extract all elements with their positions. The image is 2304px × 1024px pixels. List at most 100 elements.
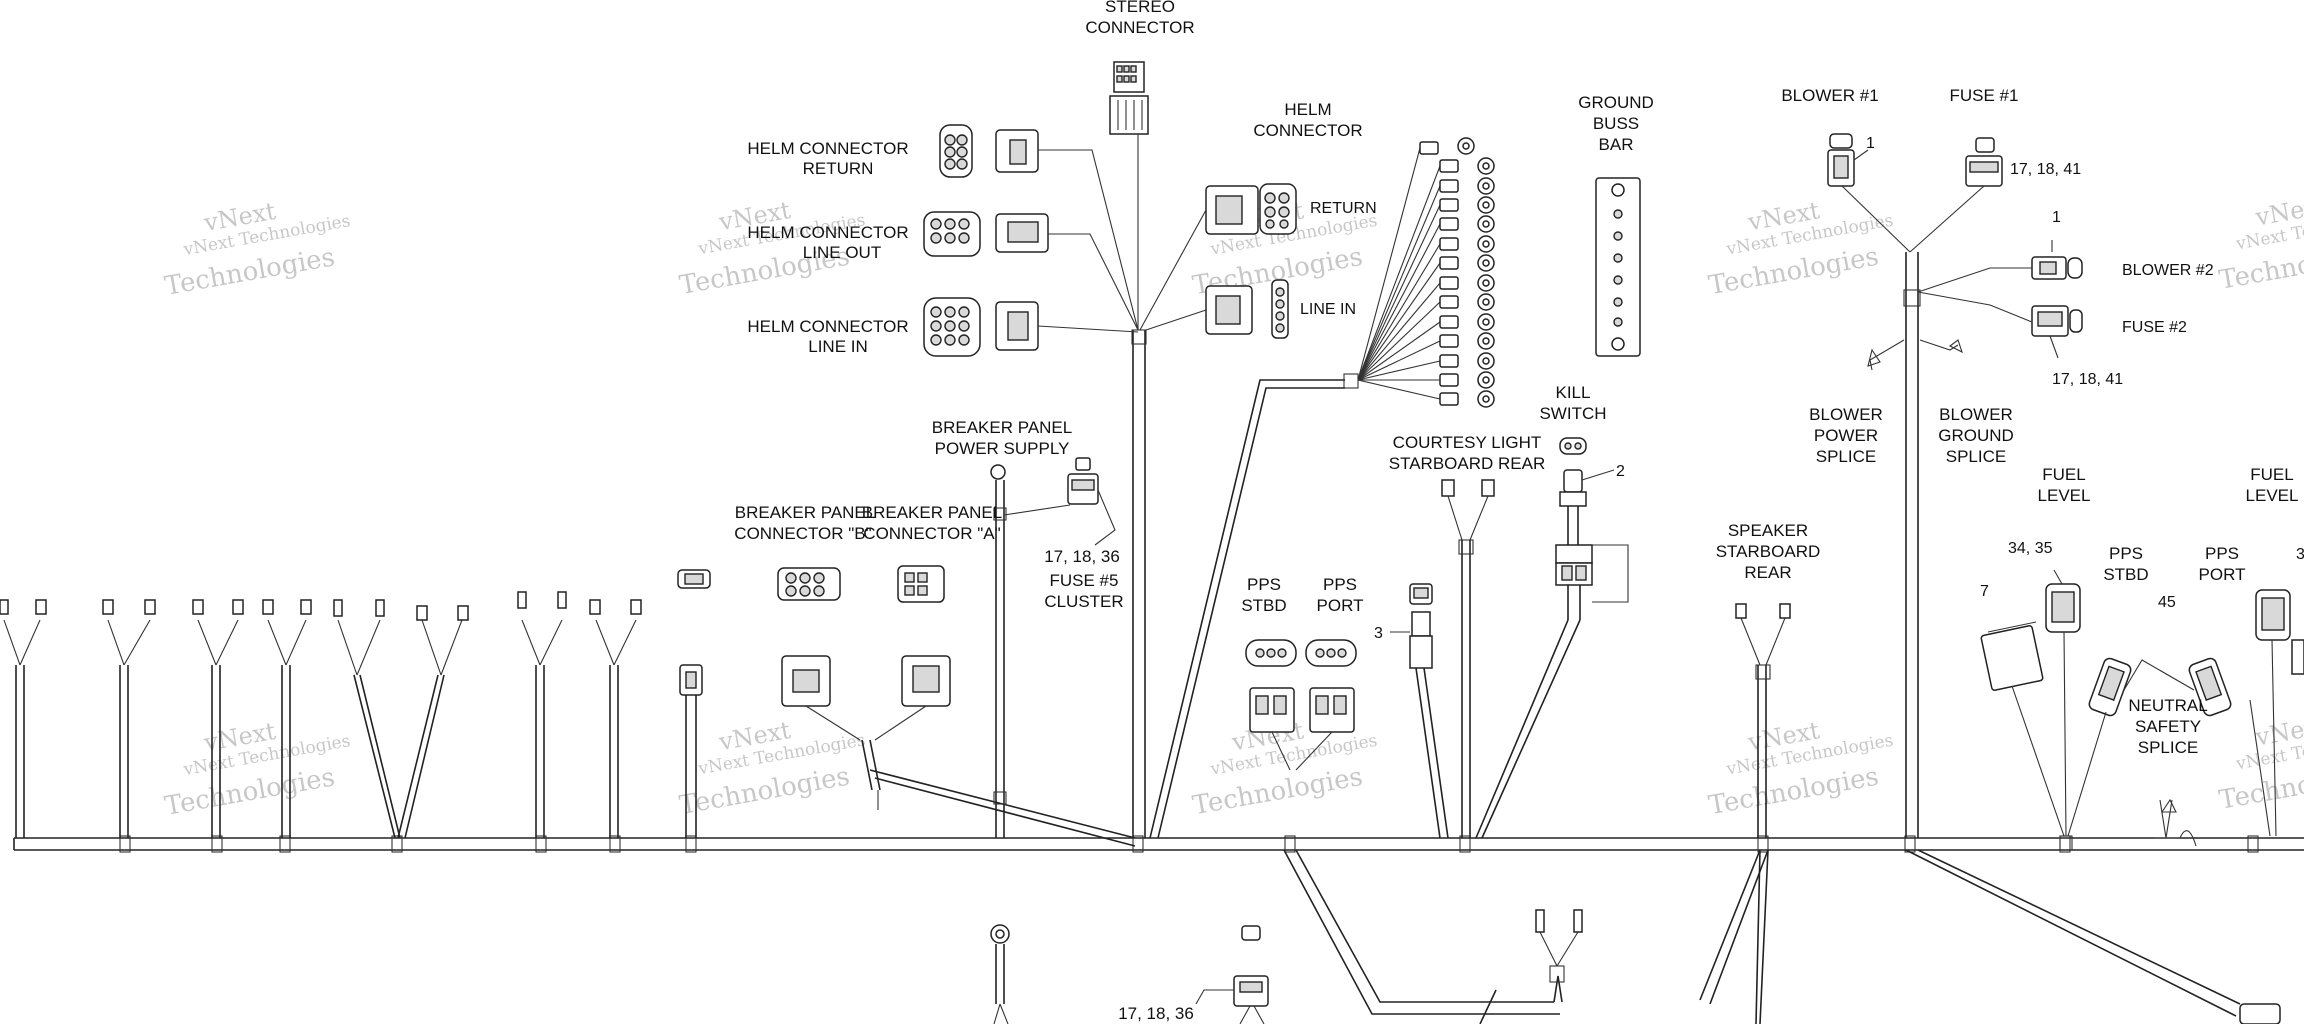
pps-port-label: PPS (1323, 575, 1357, 594)
courtesy-light-pps-area (1245, 479, 1495, 839)
stereo-connector-label: STEREO (1105, 0, 1175, 16)
terminal-connector (517, 591, 527, 609)
blower-2-connector (2031, 240, 2083, 280)
watermarks: vNext Technologies vNext Technologies vN… (162, 191, 2304, 822)
terminal-connector (1535, 909, 1545, 933)
fuel-level-right-label: LEVEL (2246, 486, 2299, 505)
ring-terminal (1419, 137, 1495, 408)
breaker-panel-connector-b-label: BREAKER PANEL (735, 503, 875, 522)
breaker-panel-connector-b-label: CONNECTOR "B" (734, 524, 871, 543)
terminal-connector (102, 599, 114, 615)
fuse-5-cluster-label: FUSE #5 (1050, 571, 1119, 590)
ground-buss-bar-label: BAR (1599, 135, 1634, 154)
speaker-starboard-rear-label: SPEAKER (1728, 521, 1808, 540)
lower-branches (990, 849, 2281, 1024)
terminal-connector (35, 599, 47, 615)
neutral-safety-splice-label: SPLICE (2138, 738, 2198, 757)
ring-terminal-bundle (1149, 137, 1495, 839)
pps-stbd-label: STBD (1241, 596, 1286, 615)
breaker-panel-connector-a-label: CONNECTOR "A" (863, 524, 1000, 543)
stereo-connector (1109, 61, 1149, 135)
fuel-level-right-sensor (2255, 589, 2291, 641)
terminal-connector (416, 605, 428, 621)
pps-stbd-right-connector (2088, 657, 2132, 717)
neutral-safety-splice-label: SAFETY (2135, 717, 2201, 736)
breaker-panel-power-supply-label: POWER SUPPLY (935, 439, 1070, 458)
fuel-level-label: LEVEL (2038, 486, 2091, 505)
courtesy-light-label: COURTESY LIGHT (1393, 433, 1542, 452)
blower-1-label: BLOWER #1 (1781, 86, 1878, 105)
pps-port-right-connector (2188, 657, 2232, 717)
blower-area (1827, 133, 2083, 838)
fuel-level-right-number: 3 (2296, 546, 2304, 563)
fuel-level-connector (1980, 621, 2044, 691)
pps-port-connector (1305, 639, 1357, 733)
blower-ground-splice-label: GROUND (1938, 426, 2014, 445)
breaker-panel-power-supply-label: BREAKER PANEL (932, 418, 1072, 437)
line-in-label: LINE IN (1300, 301, 1356, 318)
fuse-1-number: 17, 18, 41 (2010, 161, 2081, 178)
neutral-safety-splice-label: NEUTRAL (2128, 696, 2207, 715)
speaker-starboard-rear (1735, 603, 1791, 838)
helm-and-stereo-area (923, 61, 1297, 838)
fuel-level-label: FUEL (2042, 465, 2085, 484)
main-harness-trunk (13, 835, 2304, 853)
fuel-level-pps-right (1980, 569, 2304, 851)
fuse-1-holder (1975, 137, 1995, 153)
labels: STEREO CONNECTOR HELM CONNECTOR RETURN H… (734, 0, 2304, 1023)
pps-right-number: 45 (2158, 594, 2176, 611)
ring-terminal (990, 464, 1006, 480)
terminal-connector (375, 599, 385, 617)
stereo-connector-label: CONNECTOR (1085, 18, 1194, 37)
terminal-connector (1441, 479, 1455, 497)
helm-connector-label: CONNECTOR (1253, 121, 1362, 140)
helm-connector-line-out (923, 211, 1049, 257)
terminal-connector (457, 605, 469, 621)
breaker-panel-connector-a (897, 565, 945, 603)
terminal-connector (557, 591, 567, 609)
fuel-level-number: 34, 35 (2008, 540, 2053, 557)
pps-port-label: PORT (1317, 596, 1364, 615)
pps-port-right-label: PORT (2199, 565, 2246, 584)
terminal-connector (192, 599, 204, 615)
fuel-level-number: 7 (1980, 583, 1989, 600)
kill-switch-label: KILL (1556, 383, 1591, 402)
terminal-connector (144, 599, 156, 615)
fuel-level-sensor (2045, 569, 2081, 633)
pps-stbd-right-label: STBD (2103, 565, 2148, 584)
terminal-connector (300, 599, 312, 615)
blower-2-label: BLOWER #2 (2122, 262, 2214, 279)
fuse-2-holder (2031, 305, 2083, 359)
kill-switch (1475, 437, 1629, 839)
helm-connector-line-out-label: LINE OUT (803, 243, 881, 262)
helm-connector-label: HELM (1284, 100, 1331, 119)
return-label: RETURN (1310, 200, 1377, 217)
fuse-2-label: FUSE #2 (2122, 319, 2187, 336)
kill-switch-number: 2 (1616, 463, 1625, 480)
terminal-connector (1481, 479, 1495, 497)
terminal-connector (333, 599, 343, 617)
kill-switch-label: SWITCH (1539, 404, 1606, 423)
breaker-panel-connector-b (777, 567, 841, 601)
blower-power-splice-label: BLOWER (1809, 405, 1883, 424)
pps-number: 3 (1374, 625, 1383, 642)
helm-connector-right (1205, 183, 1297, 339)
helm-connector-line-in-label: LINE IN (808, 337, 868, 356)
pps-port-right-label: PPS (2205, 544, 2239, 563)
blower-2-number: 1 (2052, 209, 2061, 226)
terminal-connector (1573, 909, 1583, 933)
left-branches (0, 569, 711, 839)
pps-stbd-label: PPS (1247, 575, 1281, 594)
helm-connector-line-in (923, 297, 1039, 357)
bottom-fuse-number: 17, 18, 36 (1118, 1004, 1194, 1023)
blower-ground-splice-label: BLOWER (1939, 405, 2013, 424)
connector-edge (2291, 639, 2304, 675)
pps-stbd-right-label: PPS (2109, 544, 2143, 563)
helm-connector-line-out-label: HELM CONNECTOR (747, 223, 908, 242)
courtesy-light-label: STARBOARD REAR (1389, 454, 1546, 473)
breaker-panel-connector-a-label: BREAKER PANEL (862, 503, 1002, 522)
ground-buss-bar (1595, 177, 1641, 357)
speaker-starboard-rear-label: STARBOARD (1716, 542, 1821, 561)
helm-connector-return (939, 124, 1039, 178)
ground-buss-bar-label: BUSS (1593, 114, 1639, 133)
